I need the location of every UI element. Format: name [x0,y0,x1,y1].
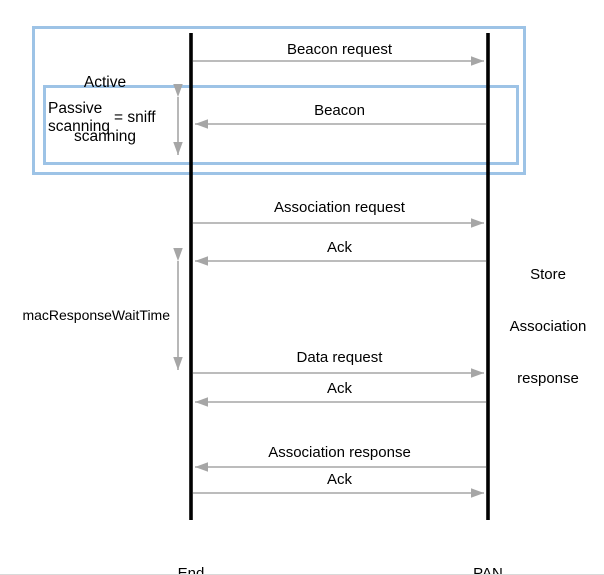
message-label-beacon-request: Beacon request [286,41,393,58]
store-association-response-line2: Association [509,317,587,335]
passive-scanning-label-line2: scanning [48,118,111,135]
actor-label-pan-coordinator-line1: PAN [473,564,503,575]
message-label-ack-2: Ack [326,380,352,397]
active-scanning-label: Active scanning [40,38,170,182]
store-association-response-line1: Store [530,265,566,283]
actor-label-end-device: End Device [121,530,261,575]
message-label-data-request: Data request [296,349,383,366]
message-label-beacon: Beacon [314,102,365,119]
store-association-response-note: Store Association response [496,231,600,422]
store-association-response-line3: response [517,370,579,388]
passive-scanning-label-line1: Passive [48,100,103,117]
actor-label-end-device-line1: End [177,564,205,575]
sniff-equivalence-label: = sniff [114,108,156,126]
message-label-association-response: Association response [268,444,411,461]
mac-response-wait-time-label: macResponseWaitTime [22,307,170,323]
active-scanning-label-line1: Active [83,73,127,91]
actor-label-pan-coordinator: PAN Coordinator [418,530,558,575]
passive-scanning-label: Passive scanning [48,100,110,136]
passive-scanning-label-wrap: Passive scanning = sniff [48,100,173,136]
message-label-ack-1: Ack [326,239,352,256]
message-label-ack-3: Ack [326,471,352,488]
active-scanning-group-box [32,26,526,175]
active-scanning-label-line2: scanning [73,127,137,145]
passive-scanning-group-box [43,85,519,165]
message-label-association-request: Association request [274,199,405,216]
